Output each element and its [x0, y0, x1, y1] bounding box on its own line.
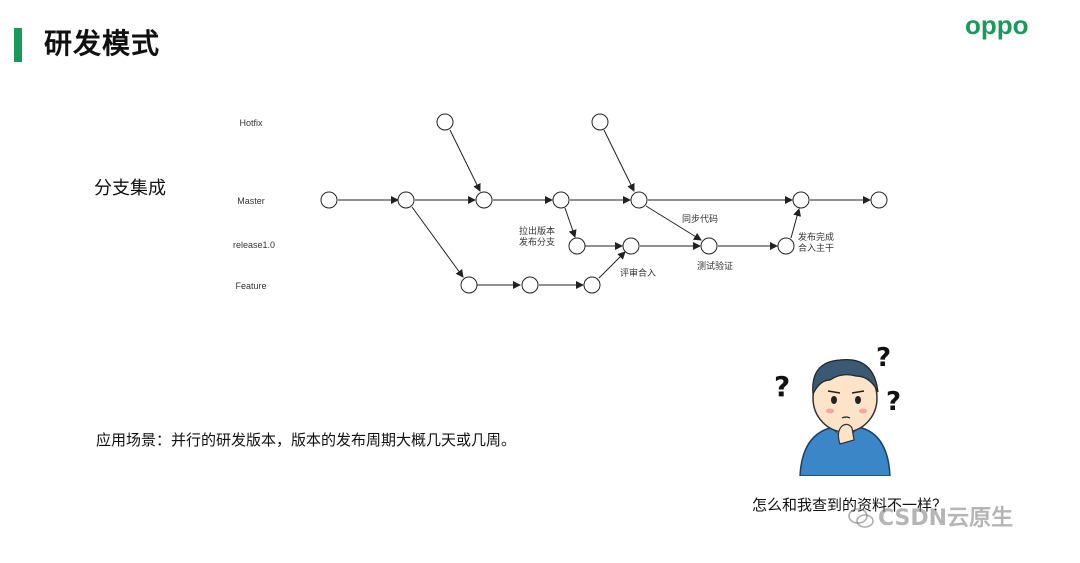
node-release-2 [623, 238, 639, 254]
lane-label-feature: Feature [235, 281, 266, 291]
node-master-7 [871, 192, 887, 208]
annotation-release-merge-1: 发布完成 [798, 231, 834, 243]
node-feature-1 [461, 277, 477, 293]
node-master-1 [321, 192, 337, 208]
wechat-icon [848, 507, 874, 529]
edges [338, 130, 870, 285]
node-master-5 [631, 192, 647, 208]
node-master-3 [476, 192, 492, 208]
nodes [321, 114, 887, 293]
edge [412, 207, 463, 277]
node-master-6 [793, 192, 809, 208]
edge [565, 208, 575, 237]
node-hotfix-1 [437, 114, 453, 130]
svg-text:?: ? [876, 343, 891, 373]
annotation-test-verify: 测试验证 [697, 260, 733, 272]
svg-text:?: ? [774, 370, 790, 403]
node-master-4 [553, 192, 569, 208]
svg-text:?: ? [886, 387, 901, 417]
lane-label-master: Master [237, 196, 265, 206]
scenario-text: 应用场景：并行的研发版本，版本的发布周期大概几天或几周。 [96, 429, 516, 450]
lane-label-hotfix: Hotfix [239, 118, 263, 128]
node-feature-2 [522, 277, 538, 293]
node-release-1 [569, 238, 585, 254]
annotation-release-merge-2: 合入主干 [798, 242, 834, 254]
node-master-2 [398, 192, 414, 208]
confused-person-icon: ? ? ? [770, 336, 920, 476]
edge [604, 130, 634, 191]
node-release-4 [778, 238, 794, 254]
node-release-3 [701, 238, 717, 254]
watermark-text: CSDN云原生 [878, 500, 1013, 532]
node-feature-3 [584, 277, 600, 293]
annotation-review-merge: 评审合入 [620, 267, 656, 279]
annotation-pull-version-2: 发布分支 [519, 236, 555, 248]
annotation-pull-version-1: 拉出版本 [519, 225, 555, 237]
lane-label-release: release1.0 [233, 240, 275, 250]
edge [450, 130, 480, 191]
node-hotfix-2 [592, 114, 608, 130]
annotation-sync-code: 同步代码 [682, 214, 718, 225]
